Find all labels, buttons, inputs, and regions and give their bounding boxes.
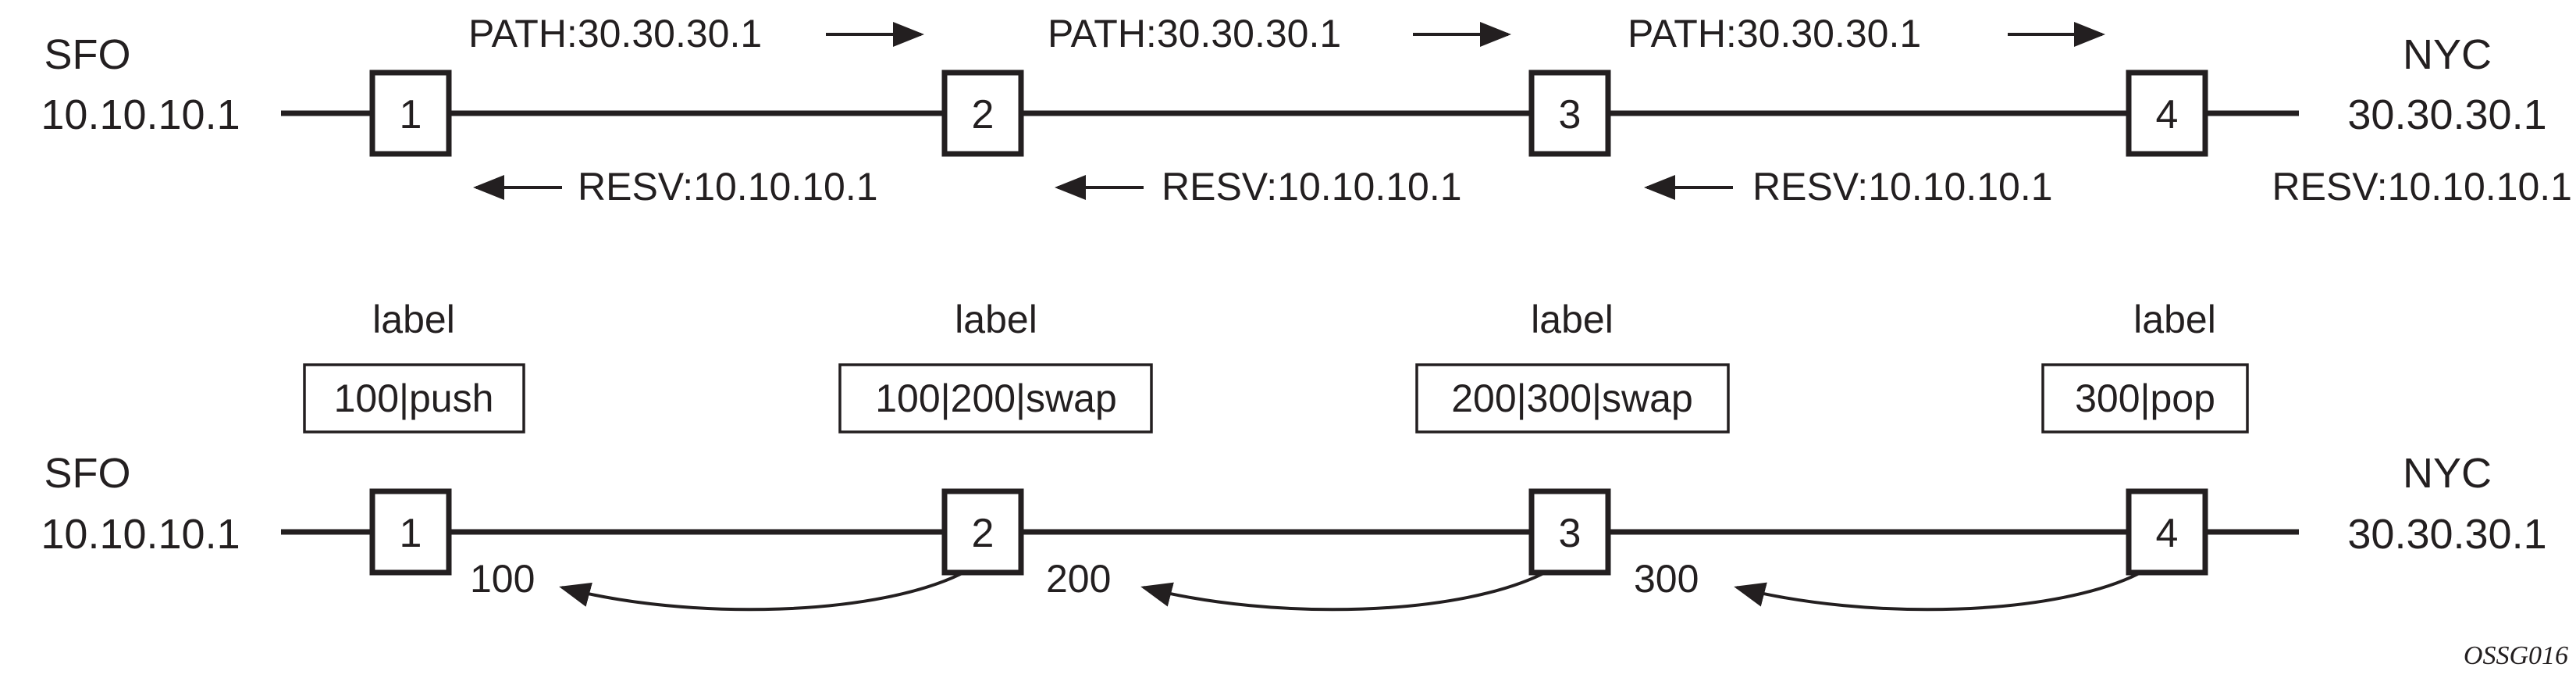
path-message-3: PATH:30.30.30.1: [1628, 12, 1921, 55]
label-op-2: 100|200|swap: [875, 376, 1117, 420]
bottom-node-4-label: 4: [2156, 511, 2179, 556]
top-sfo-name: SFO: [44, 31, 130, 78]
resv-message-3: RESV:10.10.10.1: [1752, 165, 2053, 209]
resv-message-1: RESV:10.10.10.1: [578, 165, 878, 209]
label-op-4: 300|pop: [2075, 376, 2215, 420]
bottom-node-2-label: 2: [972, 511, 994, 556]
top-node-2-label: 2: [972, 92, 994, 137]
top-node-3-label: 3: [1559, 92, 1582, 137]
resv-message-2: RESV:10.10.10.1: [1162, 165, 1462, 209]
label-op-box-4: 300|pop: [2041, 363, 2249, 434]
label-op-box-2: 100|200|swap: [838, 363, 1153, 434]
bottom-nyc-name: NYC: [2403, 450, 2492, 497]
bottom-node-1: 1: [369, 488, 452, 576]
label-header-3: label: [1531, 298, 1614, 341]
top-node-2: 2: [941, 70, 1024, 157]
label-header-1: label: [372, 298, 455, 341]
bottom-node-1-label: 1: [400, 511, 422, 556]
bottom-node-4: 4: [2126, 488, 2208, 576]
label-value-3: 300: [1634, 557, 1699, 601]
label-header-2: label: [955, 298, 1037, 341]
label-op-3: 200|300|swap: [1451, 376, 1693, 420]
path-message-1: PATH:30.30.30.1: [468, 12, 762, 55]
label-value-2: 200: [1046, 557, 1111, 601]
label-header-4: label: [2133, 298, 2216, 341]
top-node-1: 1: [369, 70, 452, 157]
label-value-1: 100: [470, 557, 535, 601]
label-arrow-1: [559, 569, 969, 612]
bottom-nyc-ip: 30.30.30.1: [2347, 511, 2546, 558]
label-arrow-3: [1734, 569, 2146, 612]
bottom-sfo-ip: 10.10.10.1: [41, 511, 240, 558]
top-node-4-label: 4: [2156, 92, 2179, 137]
resv-message-4: RESV:10.10.10.1: [2272, 165, 2572, 209]
top-node-4: 4: [2126, 70, 2208, 157]
top-node-1-label: 1: [400, 92, 422, 137]
top-sfo-ip: 10.10.10.1: [41, 91, 240, 138]
bottom-node-3: 3: [1528, 488, 1611, 576]
figure-id: OSSG016: [2464, 641, 2568, 670]
top-node-3: 3: [1528, 70, 1611, 157]
bottom-diagram: label label label label 100|push 100|200…: [41, 298, 2547, 612]
label-op-1: 100|push: [334, 376, 494, 420]
top-diagram: SFO 10.10.10.1 NYC 30.30.30.1 1 2 3 4 PA…: [41, 12, 2572, 209]
bottom-node-3-label: 3: [1559, 511, 1582, 556]
label-op-box-1: 100|push: [303, 363, 525, 434]
top-nyc-ip: 30.30.30.1: [2347, 91, 2546, 138]
top-nyc-name: NYC: [2403, 31, 2492, 78]
bottom-node-2: 2: [941, 488, 1024, 576]
bottom-sfo-name: SFO: [44, 450, 130, 497]
path-message-2: PATH:30.30.30.1: [1048, 12, 1341, 55]
label-arrow-2: [1140, 569, 1550, 612]
label-op-box-3: 200|300|swap: [1415, 363, 1730, 434]
